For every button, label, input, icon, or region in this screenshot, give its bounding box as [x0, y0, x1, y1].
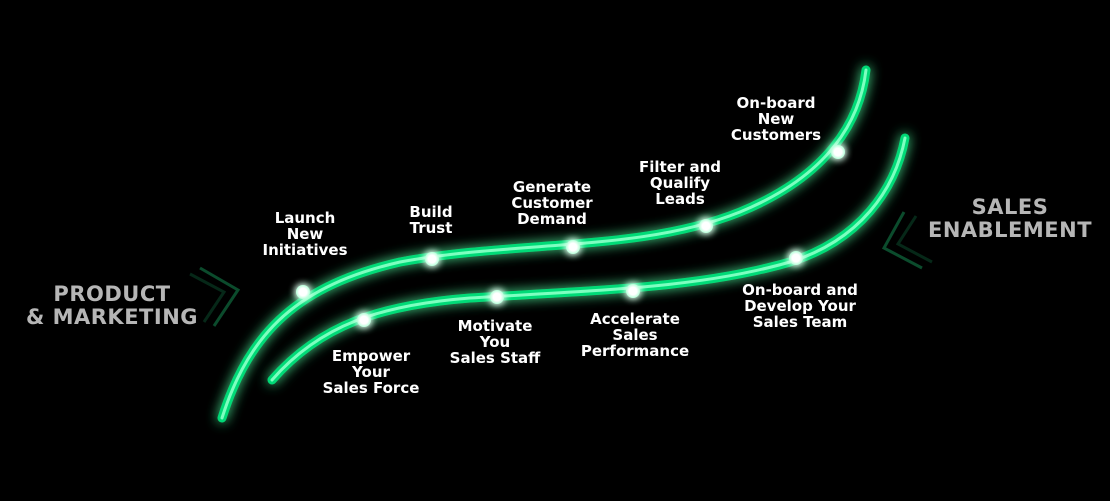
- sales-enablement-line-2: ENABLEMENT: [927, 218, 1093, 242]
- step-line: Sales: [612, 326, 658, 344]
- step-line: Your: [352, 363, 390, 381]
- node-build-trust: [425, 252, 439, 266]
- product-marketing-line-1: PRODUCT: [53, 282, 171, 306]
- step-line: New: [286, 225, 324, 243]
- step-line: Develop Your: [744, 297, 856, 315]
- step-empower-your-sales-force: Empower Your Sales Force: [323, 348, 420, 396]
- step-line: Sales Force: [322, 379, 420, 397]
- lower-track-nodes: [357, 251, 803, 327]
- node-filter-and-qualify-leads: [699, 219, 713, 233]
- step-line: Customer: [511, 194, 593, 212]
- node-accelerate-sales-performance: [626, 284, 640, 298]
- step-line: Demand: [517, 210, 587, 228]
- step-line: Trust: [409, 219, 453, 237]
- left-chevron-icon: [189, 266, 241, 327]
- product-marketing-label: PRODUCT & MARKETING: [26, 283, 198, 329]
- step-filter-and-qualify-leads: Filter and Qualify Leads: [639, 159, 721, 207]
- step-line: Generate: [512, 178, 592, 196]
- step-line: Performance: [580, 342, 690, 360]
- step-line: Leads: [655, 190, 705, 208]
- step-line: Launch: [274, 209, 336, 227]
- sales-enablement-line-1: SALES: [971, 195, 1049, 219]
- step-generate-customer-demand: Generate Customer Demand: [511, 179, 592, 227]
- step-accelerate-sales-performance: Accelerate Sales Performance: [581, 311, 689, 359]
- step-on-board-new-customers: On-board New Customers: [731, 95, 821, 143]
- node-empower-your-sales-force: [357, 313, 371, 327]
- step-build-trust: Build Trust: [409, 204, 452, 236]
- step-launch-new-initiatives: Launch New Initiatives: [262, 210, 347, 258]
- step-line: Filter and: [638, 158, 722, 176]
- upper-wave: [217, 65, 871, 423]
- node-on-board-and-develop-your-sales-team: [789, 251, 803, 265]
- step-motivate-you-sales-staff: Motivate You Sales Staff: [450, 318, 541, 366]
- step-line: Empower: [331, 347, 411, 365]
- step-line: New: [757, 110, 795, 128]
- step-line: On-board: [736, 94, 816, 112]
- right-chevron-icon: [881, 211, 933, 270]
- node-motivate-you-sales-staff: [490, 290, 504, 304]
- upper-track-nodes: [296, 145, 845, 299]
- step-line: Qualify: [649, 174, 711, 192]
- step-on-board-and-develop-your-sales-team: On-board and Develop Your Sales Team: [742, 282, 858, 330]
- product-marketing-line-2: & MARKETING: [25, 305, 199, 329]
- node-on-board-new-customers: [831, 145, 845, 159]
- sales-enablement-label: SALES ENABLEMENT: [928, 196, 1092, 242]
- step-line: Sales Staff: [449, 349, 541, 367]
- step-line: Accelerate: [590, 310, 680, 328]
- step-line: Motivate: [457, 317, 533, 335]
- step-line: Initiatives: [262, 241, 348, 259]
- step-line: On-board and: [742, 281, 858, 299]
- step-line: Customers: [730, 126, 822, 144]
- node-launch-new-initiatives: [296, 285, 310, 299]
- step-line: You: [479, 333, 511, 351]
- step-line: Sales Team: [752, 313, 848, 331]
- node-generate-customer-demand: [566, 240, 580, 254]
- step-line: Build: [409, 203, 453, 221]
